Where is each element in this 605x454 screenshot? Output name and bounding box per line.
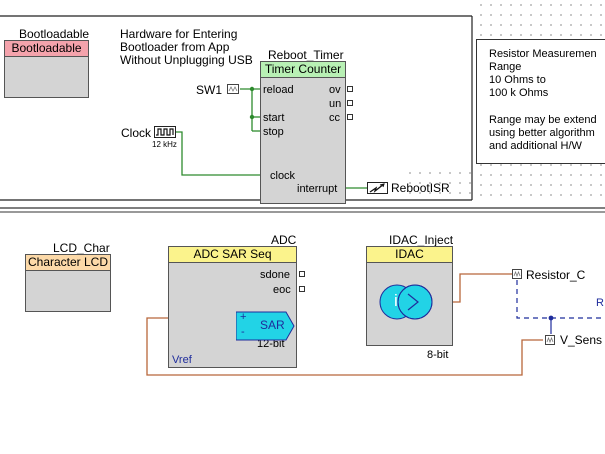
adc-instance-label: ADC: [271, 233, 297, 247]
reboot-isr-label: RebootISR: [391, 181, 450, 195]
clock-frequency: 12 kHz: [152, 140, 177, 149]
timer-pin-ov: ov: [329, 84, 341, 96]
timer-ov-terminal[interactable]: [347, 86, 353, 92]
sar-plus: +: [240, 311, 247, 323]
note-line-7: using better algorithm: [489, 127, 595, 139]
adc-pin-sdone: sdone: [260, 269, 290, 281]
reboot-timer-title: Timer Counter: [261, 62, 345, 78]
timer-pin-start: start: [263, 112, 285, 124]
idac-component[interactable]: IDAC: [366, 246, 453, 346]
adc-resolution: 12-bit: [257, 338, 285, 350]
resistor-c-label: Resistor_C: [526, 268, 586, 282]
note-line-2: Range: [489, 61, 522, 73]
grid-dots-bottom-right: [405, 168, 477, 202]
sar-symbol-icon: [236, 311, 295, 341]
v-sense-pin-icon[interactable]: [545, 335, 555, 345]
sw1-pin-icon[interactable]: [227, 84, 239, 94]
adc-pin-eoc: eoc: [273, 284, 291, 296]
idac-instance-label: IDAC_Inject: [389, 233, 454, 247]
note-line-8: and additional H/W: [489, 140, 582, 152]
timer-pin-cc: cc: [329, 112, 340, 124]
resistor-note-box: Resistor Measuremen Range 10 Ohms to 100…: [476, 39, 605, 164]
reboot-timer-instance-label: Reboot_Timer: [268, 48, 344, 62]
reboot-isr-icon[interactable]: [367, 182, 388, 194]
hardware-note-line-3: Without Unplugging USB: [120, 53, 253, 67]
timer-cc-terminal[interactable]: [347, 114, 353, 120]
adc-sar-seq-component[interactable]: ADC SAR Seq sdone eoc 12-bit Vref: [168, 246, 297, 368]
idac-resolution: 8-bit: [427, 349, 449, 361]
timer-pin-reload: reload: [263, 84, 294, 96]
current-source-icon: [379, 284, 433, 320]
timer-pin-interrupt: interrupt: [297, 183, 338, 195]
lcd-component[interactable]: Character LCD: [25, 254, 111, 312]
sw1-label: SW1: [196, 83, 223, 97]
adc-title: ADC SAR Seq: [169, 247, 296, 263]
sar-minus: -: [241, 326, 245, 338]
lcd-title: Character LCD: [26, 255, 110, 271]
note-line-4: 100 k Ohms: [489, 87, 549, 99]
reboot-timer-component[interactable]: Timer Counter reload start stop clock ov…: [260, 61, 346, 204]
idac-title: IDAC: [367, 247, 452, 263]
idac-icon-letter: i: [394, 291, 398, 310]
timer-pin-un: un: [329, 98, 342, 110]
bootloadable-instance-label: Bootloadable: [19, 27, 90, 41]
clock-label: Clock: [121, 126, 152, 140]
bootloadable-component[interactable]: Bootloadable: [4, 40, 89, 98]
note-line-3: 10 Ohms to: [489, 74, 546, 86]
lcd-instance-label: LCD_Char: [53, 241, 110, 255]
hardware-note-line-2: Bootloader from App: [120, 40, 230, 54]
adc-eoc-terminal[interactable]: [299, 286, 305, 292]
resistor-net-label: R: [596, 297, 604, 309]
v-sense-label: V_Sens: [560, 333, 603, 347]
note-line-1: Resistor Measuremen: [489, 48, 597, 60]
timer-pin-stop: stop: [263, 126, 284, 138]
timer-un-terminal[interactable]: [347, 100, 353, 106]
sar-label: SAR: [260, 318, 285, 332]
note-line-6: Range may be extend: [489, 114, 597, 126]
hardware-note-line-1: Hardware for Entering: [120, 27, 238, 41]
adc-vref-label: Vref: [172, 354, 192, 366]
timer-pin-clock: clock: [270, 170, 296, 182]
bootloadable-title: Bootloadable: [5, 41, 88, 57]
adc-sdone-terminal[interactable]: [299, 271, 305, 277]
resistor-c-pin-icon[interactable]: [512, 269, 522, 279]
clock-source-icon[interactable]: [154, 126, 176, 138]
